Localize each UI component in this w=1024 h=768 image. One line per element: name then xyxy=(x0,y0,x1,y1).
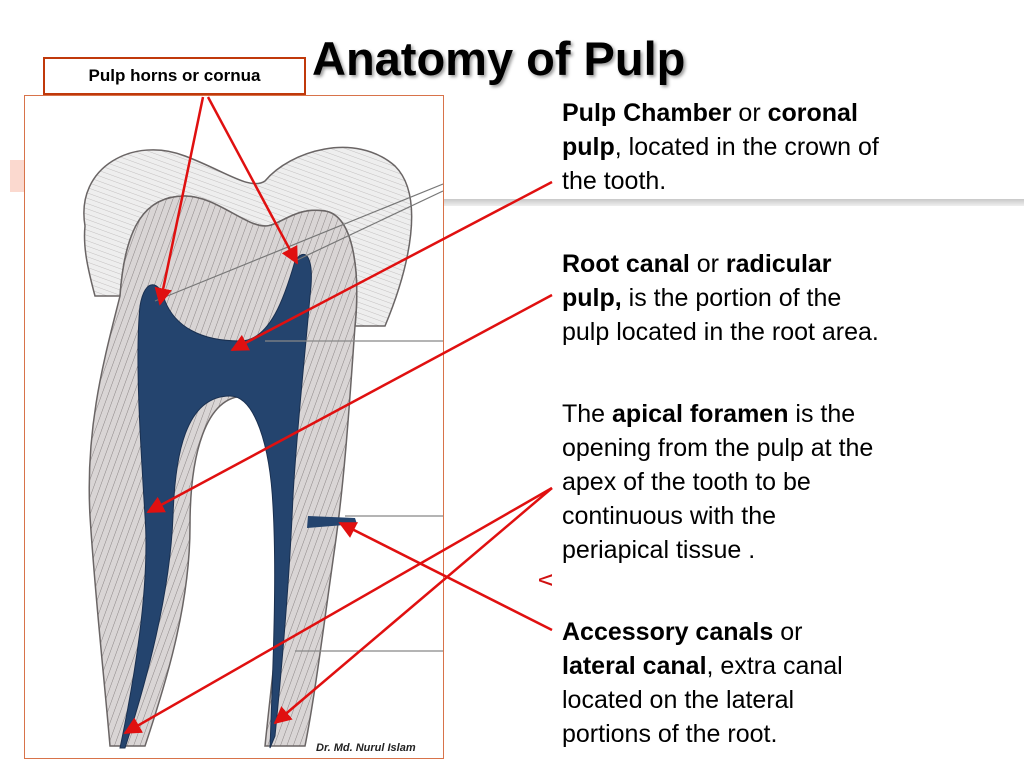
pulp-horns-label: Pulp horns or cornua xyxy=(88,66,261,85)
root-canal-label: Root canal or radicular pulp, is the por… xyxy=(562,250,879,346)
arrow-root-canal xyxy=(146,293,553,514)
arrow-accessory-canal xyxy=(338,521,553,632)
pulp-chamber-label: Pulp Chamber or coronal pulp, located in… xyxy=(562,99,879,195)
arrow-apical-foramen-left xyxy=(123,486,553,735)
arrow-pulp-horn-right xyxy=(206,96,299,265)
tooth-illustration xyxy=(83,146,444,749)
illustration-credit: Dr. Md. Nurul Islam xyxy=(316,742,416,754)
pulp-chamber xyxy=(119,254,312,749)
arrow-pulp-chamber xyxy=(230,180,553,352)
apical-foramen-label: The apical foramen is the opening from t… xyxy=(562,400,874,564)
page-title: Anatomy of Pulp xyxy=(312,32,686,85)
stray-red-mark: v xyxy=(533,574,560,586)
accessory-canals-label: Accessory canals or lateral canal, extra… xyxy=(562,618,843,748)
pulp-horns-callout: Pulp horns or cornua xyxy=(43,57,306,95)
arrow-apical-foramen-right xyxy=(273,487,553,725)
decorative-pink-bar xyxy=(10,160,24,192)
decorative-divider-line xyxy=(444,199,1024,206)
arrow-pulp-horn-left xyxy=(154,96,205,306)
tooth-diagram-frame xyxy=(24,95,444,759)
